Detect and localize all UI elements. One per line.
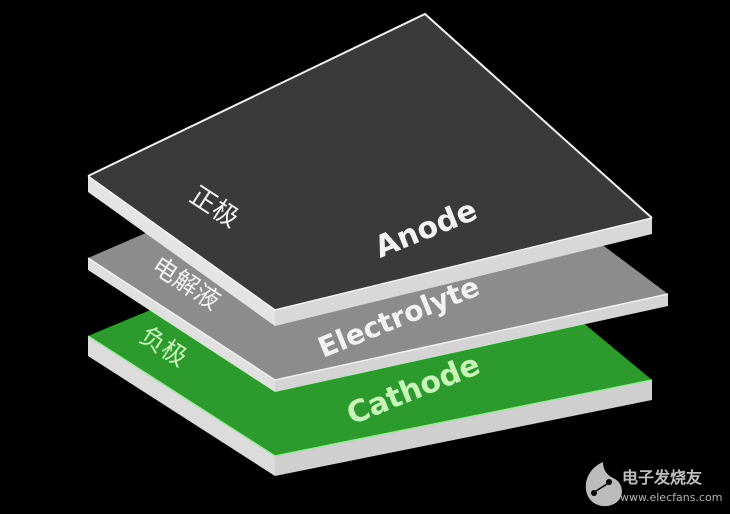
watermark-name: 电子发烧友 bbox=[622, 468, 703, 487]
watermark: 电子发烧友 www.elecfans.com bbox=[585, 462, 722, 507]
watermark-url: www.elecfans.com bbox=[620, 491, 722, 504]
anode-layer bbox=[87, 12, 653, 326]
elecfans-logo-icon bbox=[585, 462, 622, 507]
